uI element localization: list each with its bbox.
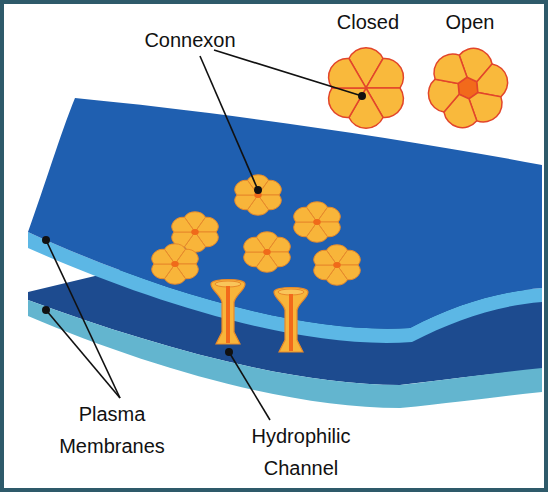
leader-line: [229, 352, 270, 420]
leader-dot: [358, 92, 366, 100]
leader-line: [214, 50, 362, 96]
leader-line: [46, 240, 120, 398]
part-label: Connexon: [130, 24, 250, 56]
leader-lines: [42, 50, 366, 420]
state-label: Closed: [318, 6, 418, 38]
connexon: [240, 232, 294, 272]
open-connexon: [422, 47, 515, 128]
connexon: [231, 175, 285, 215]
hydrophilic-channel: [211, 280, 245, 345]
state-label: Open: [420, 6, 520, 38]
leader-line: [200, 56, 258, 190]
leader-line: [46, 310, 120, 398]
leader-dot: [42, 236, 50, 244]
connexon: [290, 202, 344, 242]
connexon: [310, 245, 364, 285]
open-petal: [429, 47, 474, 92]
leader-dot: [254, 186, 262, 194]
leader-dot: [42, 306, 50, 314]
part-label: Hydrophilic Channel: [236, 420, 366, 484]
part-label: Plasma Membranes: [52, 398, 172, 462]
leader-dot: [225, 348, 233, 356]
connexon: [148, 244, 202, 284]
hydrophilic-channel: [274, 288, 308, 353]
